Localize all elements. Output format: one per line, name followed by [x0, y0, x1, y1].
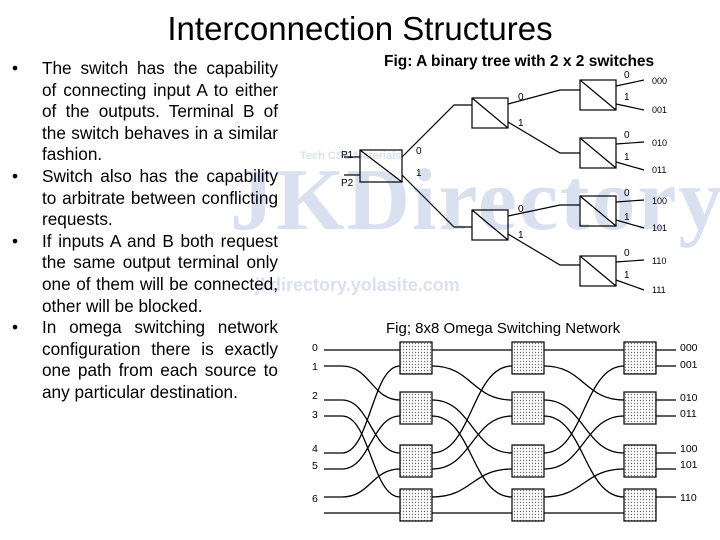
bullet-marker: • — [12, 317, 19, 338]
omega-switch — [399, 488, 433, 522]
bullet-item: • Switch also has the capability to arbit… — [12, 166, 278, 231]
port-label: 0 — [518, 204, 524, 215]
port-label: 0 — [416, 146, 422, 157]
bullet-text: If inputs A and B both request the same … — [42, 230, 278, 316]
bullet-item: • The switch has the capability of connec… — [12, 58, 278, 166]
port-label: 1 — [624, 92, 630, 103]
omega-switch — [399, 444, 433, 478]
tree-output-label: 011 — [652, 165, 666, 175]
omega-input-label: 6 — [312, 493, 318, 505]
tree-output-label: 110 — [652, 256, 666, 266]
omega-input-label: 0 — [312, 342, 318, 354]
omega-output-label: 011 — [680, 408, 697, 420]
omega-switch — [623, 444, 657, 478]
omega-output-label: 010 — [680, 392, 698, 404]
omega-output-label: 000 — [680, 342, 698, 354]
p1-label: P1 — [341, 150, 354, 161]
omega-switch — [623, 341, 657, 375]
bullet-text: Switch also has the capability to arbitr… — [42, 165, 278, 230]
tree-output-label: 001 — [652, 105, 667, 115]
port-label: 1 — [518, 230, 524, 241]
bullet-text: In omega switching network configuration… — [42, 317, 278, 402]
omega-switch — [623, 488, 657, 522]
bullet-marker: • — [12, 230, 19, 251]
omega-switch — [399, 391, 433, 425]
tree-output-label: 100 — [652, 196, 667, 206]
port-label: 0 — [518, 92, 524, 103]
omega-input-label: 1 — [312, 361, 318, 373]
level3-switch-2 — [579, 137, 617, 169]
port-label: 1 — [518, 118, 524, 129]
omega-switch — [511, 391, 545, 425]
omega-input-label: 2 — [312, 390, 318, 402]
level2-switch-bottom — [471, 209, 509, 241]
omega-switch — [399, 341, 433, 375]
bullet-item: • In omega switching network configuratio… — [12, 317, 278, 403]
tree-output-label: 101 — [652, 223, 667, 233]
port-label: 1 — [624, 270, 630, 281]
level3-switch-3 — [579, 195, 617, 227]
bullet-list: • The switch has the capability of connec… — [12, 58, 278, 404]
bullet-item: • If inputs A and B both request the same… — [12, 231, 278, 317]
omega-switch — [511, 488, 545, 522]
port-label: 0 — [624, 70, 630, 81]
omega-switch — [511, 341, 545, 375]
level3-switch-1 — [579, 79, 617, 111]
port-label: 0 — [624, 188, 630, 199]
p2-label: P2 — [341, 178, 354, 189]
omega-input-label: 3 — [312, 409, 318, 421]
bullet-text: The switch has the capability of connect… — [42, 58, 278, 165]
omega-output-label: 001 — [680, 359, 698, 371]
watermark-tag: Tech CSE Materials — [300, 150, 402, 162]
level2-switch-top — [471, 97, 509, 129]
omega-input-label: 4 — [312, 443, 318, 455]
port-label: 0 — [624, 248, 630, 259]
port-label: 1 — [624, 152, 630, 163]
tree-output-label: 111 — [652, 285, 666, 295]
tree-caption: Fig: A binary tree with 2 x 2 switches — [384, 53, 655, 70]
switch-crossbar — [359, 149, 403, 183]
bullet-marker: • — [12, 58, 19, 78]
tree-output-label: 000 — [652, 76, 667, 86]
omega-input-label: 5 — [312, 460, 318, 472]
omega-switch — [511, 444, 545, 478]
tree-output-label: 010 — [652, 138, 667, 148]
port-label: 1 — [624, 212, 630, 223]
root-switch — [359, 149, 403, 183]
omega-output-label: 101 — [680, 459, 698, 471]
level3-switch-4 — [579, 255, 617, 287]
port-label: 1 — [416, 168, 422, 179]
omega-output-label: 110 — [680, 492, 697, 504]
omega-switch — [623, 391, 657, 425]
omega-output-label: 100 — [680, 443, 698, 455]
port-label: 0 — [624, 130, 630, 141]
omega-caption: Fig; 8x8 Omega Switching Network — [386, 320, 621, 337]
page-title: Interconnection Structures — [167, 10, 553, 47]
watermark-site: jkdirectory.yolasite.com — [255, 275, 460, 295]
bullet-marker: • — [12, 165, 19, 186]
